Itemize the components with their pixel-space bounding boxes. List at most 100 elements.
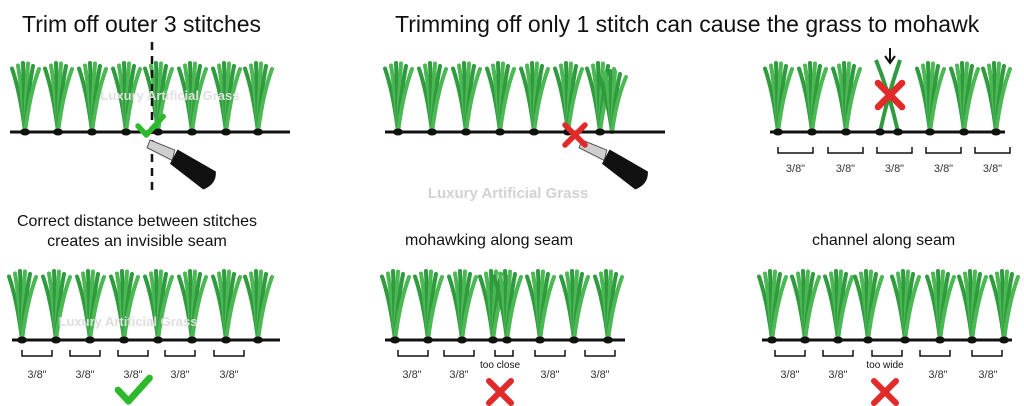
measure-label: 3/8" bbox=[828, 369, 847, 381]
grass-tuft-icon bbox=[413, 269, 444, 342]
grass-blade bbox=[962, 67, 980, 134]
grass-tuft-icon bbox=[915, 61, 946, 134]
grass-tuft-icon bbox=[447, 269, 478, 342]
measure-bracket bbox=[117, 350, 149, 357]
grass-tuft-icon bbox=[949, 61, 980, 134]
watermark-faint: Luxury Artificial Grass bbox=[101, 88, 240, 103]
too-wide-note: too wide bbox=[866, 360, 904, 371]
grass-blade bbox=[156, 275, 174, 342]
measure-bracket bbox=[164, 350, 196, 357]
knife-icon bbox=[578, 139, 648, 190]
grass-tuft-icon bbox=[380, 269, 411, 342]
grass-tuft-icon bbox=[989, 269, 1020, 342]
grass-blade bbox=[498, 67, 516, 134]
grass-blade bbox=[124, 67, 142, 134]
grass-blade bbox=[190, 275, 208, 342]
grass-tuft-icon bbox=[177, 269, 208, 342]
grass-blade bbox=[505, 275, 523, 342]
caption-invisible-seam: Correct distance between stitches create… bbox=[16, 213, 258, 250]
grass-blade bbox=[610, 75, 628, 134]
grass-blade bbox=[20, 275, 38, 342]
measure-label: 3/8" bbox=[402, 369, 421, 381]
measure-label: 3/8" bbox=[75, 369, 94, 381]
grass-tuft-icon bbox=[10, 61, 41, 134]
grass-blade bbox=[90, 67, 108, 134]
measure-bracket bbox=[584, 350, 616, 357]
grass-tuft-icon bbox=[43, 61, 74, 134]
grass-tuft-icon bbox=[957, 269, 988, 342]
measure-bracket bbox=[971, 350, 1003, 357]
grass-tuft-icon bbox=[77, 61, 108, 134]
measure-bracket bbox=[925, 147, 962, 154]
grass-tuft-icon bbox=[831, 61, 862, 134]
measure-bracket bbox=[822, 350, 854, 357]
cross-icon bbox=[485, 377, 515, 406]
grass-tuft-icon bbox=[797, 61, 828, 134]
measure-bracket bbox=[876, 147, 913, 154]
measure-bracket bbox=[974, 147, 1011, 154]
cross-icon bbox=[562, 122, 588, 148]
grass-blade bbox=[572, 275, 590, 342]
grass-blade bbox=[866, 275, 884, 342]
grass-blade bbox=[54, 275, 72, 342]
title-trim-three: Trim off outer 3 stitches bbox=[22, 11, 262, 37]
measure-label: 3/8" bbox=[934, 163, 953, 175]
cross-stroke bbox=[874, 79, 906, 111]
measure-label: 3/8" bbox=[590, 369, 609, 381]
grass-blade bbox=[23, 67, 41, 134]
measure-bracket bbox=[777, 147, 814, 154]
grass-tuft-icon bbox=[383, 61, 414, 134]
grass-tuft-icon bbox=[925, 269, 956, 342]
knife-handle bbox=[601, 149, 648, 190]
grass-tuft-icon bbox=[243, 269, 274, 342]
grass-tuft-icon bbox=[417, 61, 448, 134]
grass-tuft-icon bbox=[890, 269, 921, 342]
grass-blade bbox=[928, 67, 946, 134]
watermark-faint: Luxury Artificial Grass bbox=[59, 314, 198, 329]
grass-blade bbox=[56, 67, 74, 134]
measure-label: 3/8" bbox=[219, 369, 238, 381]
grass-blade bbox=[938, 275, 956, 342]
measure-label: 3/8" bbox=[928, 369, 947, 381]
grass-blade bbox=[844, 67, 862, 134]
grass-blade bbox=[430, 67, 448, 134]
grass-blade bbox=[393, 275, 411, 342]
grass-blade bbox=[776, 67, 794, 134]
caption-channel: channel along seam bbox=[812, 232, 956, 249]
grass-blade bbox=[770, 275, 788, 342]
measure-label: 3/8" bbox=[885, 163, 904, 175]
grass-tuft-icon bbox=[485, 61, 516, 134]
grass-blade bbox=[810, 67, 828, 134]
measure-bracket bbox=[827, 147, 864, 154]
measure-bracket bbox=[534, 350, 566, 357]
grass-tuft-icon bbox=[981, 61, 1012, 134]
measure-label: 3/8" bbox=[170, 369, 189, 381]
grass-blade bbox=[836, 275, 854, 342]
grass-tuft-icon bbox=[593, 269, 624, 342]
cross-icon bbox=[874, 79, 906, 111]
grass-blade bbox=[190, 67, 208, 134]
measure-bracket bbox=[397, 350, 429, 357]
grass-tuft-icon bbox=[763, 61, 794, 134]
grass-tuft-icon bbox=[451, 61, 482, 134]
checkmark-icon bbox=[135, 113, 166, 138]
grass-blade bbox=[606, 275, 624, 342]
grass-tuft-icon bbox=[519, 61, 550, 134]
measure-bracket bbox=[774, 350, 806, 357]
grass-tuft-icon bbox=[211, 269, 242, 342]
grass-blade bbox=[224, 67, 242, 134]
grass-blade bbox=[970, 275, 988, 342]
cross-stroke bbox=[870, 377, 900, 406]
measure-bracket bbox=[443, 350, 475, 357]
measure-label: 3/8" bbox=[983, 163, 1002, 175]
measure-label: 3/8" bbox=[786, 163, 805, 175]
watermark: Luxury Artificial Grass bbox=[428, 185, 588, 202]
knife-icon bbox=[146, 139, 216, 190]
grass-blade bbox=[88, 275, 106, 342]
grass-tuft-icon bbox=[109, 269, 140, 342]
grass-blade bbox=[256, 67, 274, 134]
grass-blade bbox=[396, 67, 414, 134]
caption-mohawking: mohawking along seam bbox=[405, 232, 574, 249]
measure-label: 3/8" bbox=[540, 369, 559, 381]
